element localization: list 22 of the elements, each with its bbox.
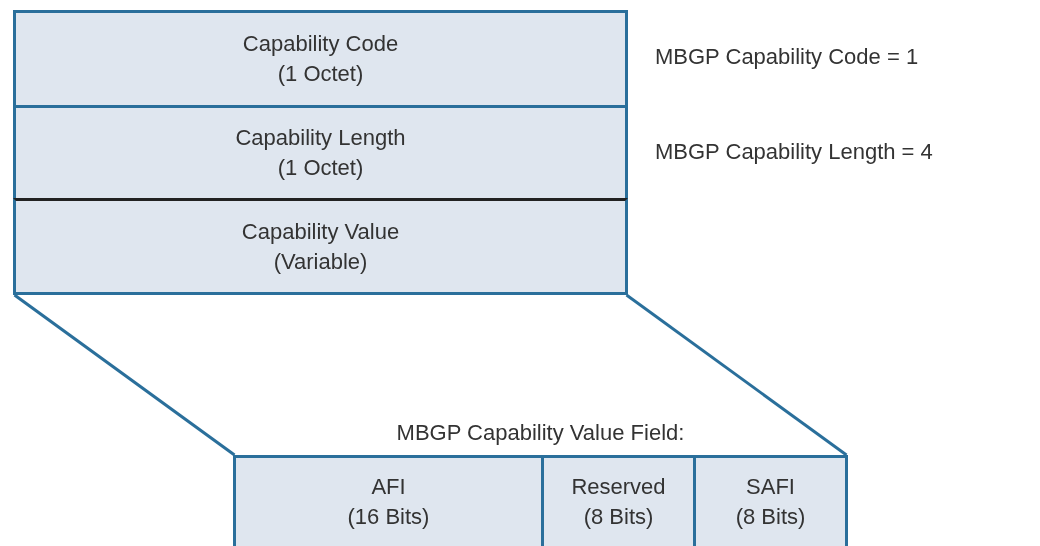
expansion-line (13, 293, 236, 457)
field-box (13, 10, 628, 108)
field-value-note: MBGP Capability Length = 4 (655, 139, 933, 165)
field-size: (8 Bits) (735, 503, 806, 531)
field-value-note: MBGP Capability Code = 1 (655, 44, 919, 70)
field-size: (1 Octet) (277, 154, 364, 182)
field-name: SAFI (746, 473, 795, 501)
field-name: Capability Length (235, 124, 406, 152)
field-size: (16 Bits) (347, 503, 430, 531)
field-box (13, 105, 628, 201)
field-name: AFI (371, 473, 406, 501)
field-size: (1 Octet) (277, 60, 364, 88)
field-box (233, 455, 544, 546)
field-box (13, 198, 628, 295)
field-name: Capability Code (242, 30, 399, 58)
field-name: Capability Value (241, 217, 400, 246)
field-box (693, 455, 848, 546)
field-size: (Variable) (273, 247, 368, 276)
field-name: Reserved (571, 473, 666, 501)
expansion-line (625, 293, 848, 457)
field-size: (8 Bits) (583, 503, 654, 531)
group-heading: MBGP Capability Value Field: (395, 419, 686, 447)
